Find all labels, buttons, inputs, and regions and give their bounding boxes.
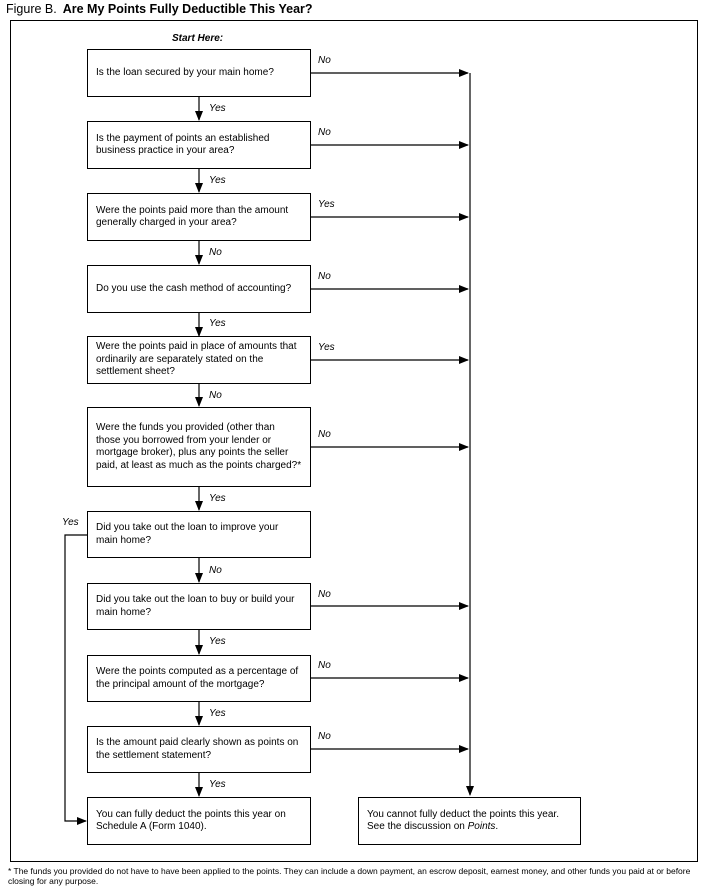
down-label: Yes [209,175,226,186]
side-label: Yes [318,342,335,353]
question-text: Were the points paid more than the amoun… [96,204,289,229]
question-box: Were the points paid more than the amoun… [87,193,311,241]
down-label: Yes [209,636,226,647]
side-arrows [64,69,474,825]
outcome-cannot-deduct-part2: . [495,821,499,832]
outcome-cannot-deduct-points: Points [467,821,496,832]
flowchart-frame [10,20,698,862]
outcome-cannot-deduct-box: You cannot fully deduct the points this … [358,797,581,845]
question-text: Were the points computed as a percentage… [96,666,299,690]
question-text: Do you use the cash method of accounting… [96,282,292,294]
question-box: Did you take out the loan to improve you… [87,511,311,558]
question-text: Is the payment of points an established … [96,132,270,157]
question-box: Is the payment of points an established … [87,121,311,169]
figure-heading: Are My Points Fully Deductible This Year… [62,2,313,16]
question-box: Were the points computed as a percentage… [87,655,311,702]
start-here-label: Start Here: [172,33,224,44]
outcome-can-deduct-box: You can fully deduct the points this yea… [87,797,311,845]
side-label: Yes [318,199,335,210]
side-label: No [318,55,331,66]
down-label: Yes [209,779,226,790]
question-text: Did you take out the loan to improve you… [96,522,279,546]
question-box: Is the amount paid clearly shown as poin… [87,726,311,773]
side-label: No [318,731,331,742]
side-label: No [318,429,331,440]
down-label: Yes [209,103,226,114]
left-branch-label: Yes [62,517,79,528]
figure-title: Figure B. Are My Points Fully Deductible … [6,2,313,16]
question-text: Is the amount paid clearly shown as poin… [96,737,299,761]
down-label: No [209,247,222,258]
question-box: Is the loan secured by your main home? [87,49,311,97]
question-text: Were the funds you provided (other than … [96,422,302,471]
question-text: Were the points paid in place of amounts… [96,341,297,378]
outcome-can-deduct-text: You can fully deduct the points this yea… [96,808,286,833]
question-text: Did you take out the loan to buy or buil… [96,594,295,618]
left-branch [64,534,87,825]
figure-label: Figure B. [6,2,57,16]
down-label: No [209,390,222,401]
side-label: No [318,660,331,671]
question-box: Were the funds you provided (other than … [87,407,311,487]
outcome-cannot-deduct-part1: You cannot fully deduct the points this … [367,808,559,833]
question-box: Did you take out the loan to buy or buil… [87,583,311,630]
side-label: No [318,271,331,282]
down-label: Yes [209,318,226,329]
down-label: Yes [209,708,226,719]
side-label: No [318,589,331,600]
question-box: Were the points paid in place of amounts… [87,336,311,384]
down-label: No [209,565,222,576]
question-text: Is the loan secured by your main home? [96,66,274,78]
outcome-cannot-deduct-text: You cannot fully deduct the points this … [367,809,572,834]
question-box: Do you use the cash method of accounting… [87,265,311,313]
side-label: No [318,127,331,138]
down-label: Yes [209,493,226,504]
footnote: * The funds you provided do not have to … [8,866,691,886]
